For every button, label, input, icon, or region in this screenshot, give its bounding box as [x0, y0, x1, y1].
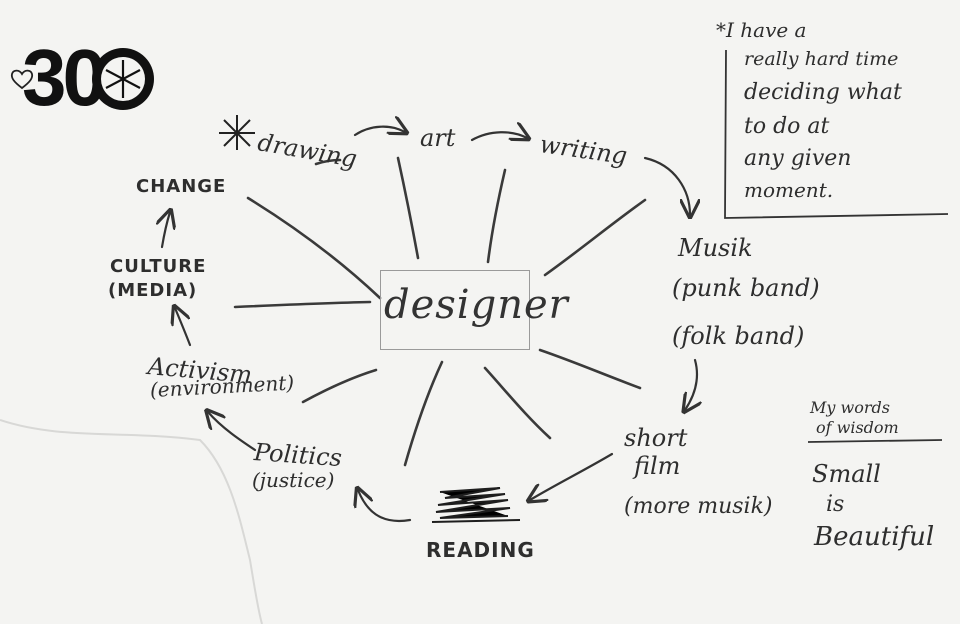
spoke-short	[538, 348, 642, 390]
spoke-change	[246, 196, 382, 300]
arrow-activism-culture	[175, 308, 192, 347]
node-art: art	[420, 124, 456, 152]
wisdom-title-2: of wisdom	[816, 418, 899, 437]
node-culture: CULTURE	[110, 256, 207, 277]
wisdom-line-2: is	[826, 492, 845, 517]
note-line-1: *I have a	[716, 18, 807, 42]
wisdom-title-1: My words	[810, 398, 890, 417]
node-folk-band: (folk band)	[672, 322, 805, 350]
designer-box	[380, 270, 530, 350]
spoke-drawing	[314, 158, 342, 166]
book-scribble-icon	[431, 487, 521, 523]
day-30-badge: 30	[10, 33, 160, 122]
asterisk-icon	[92, 48, 154, 110]
note-line-5: any given	[744, 146, 852, 171]
spokes	[233, 156, 647, 467]
flow-arrows	[162, 127, 697, 523]
note-line-6: moment.	[744, 178, 834, 202]
spoke-reading	[483, 366, 552, 440]
node-reading: READING	[426, 538, 535, 562]
spoke-writing	[486, 168, 507, 264]
torn-paper-edge	[0, 419, 263, 624]
arrow-art-writing	[470, 132, 527, 140]
arrow-culture-change	[162, 212, 170, 249]
node-punk-band: (punk band)	[672, 274, 820, 302]
wisdom-line-1: Small	[812, 460, 881, 488]
indecision-note: *I have a really hard time deciding what…	[716, 12, 950, 220]
spoke-culture	[233, 300, 372, 309]
node-change: CHANGE	[136, 176, 227, 197]
wisdom-underline	[807, 439, 943, 443]
note-border	[724, 49, 949, 219]
spoke-politics	[403, 360, 444, 467]
arrow-politics-activism	[208, 412, 257, 452]
node-justice: (justice)	[252, 468, 335, 492]
node-media: (MEDIA)	[108, 280, 198, 301]
note-line-4: to do at	[744, 114, 830, 139]
arrow-folk-short	[685, 358, 697, 410]
node-more-musik: (more musik)	[624, 494, 773, 519]
spoke-art	[396, 156, 420, 260]
spoke-activism	[301, 368, 378, 404]
wisdom-line-3: Beautiful	[814, 522, 935, 552]
node-musik: Musik	[678, 234, 753, 262]
words-of-wisdom: My words of wisdom Small is Beautiful	[806, 398, 956, 568]
node-film: film	[634, 452, 681, 480]
spoke-musik	[543, 198, 647, 277]
arrow-writing-musik	[643, 156, 690, 215]
note-line-2: really hard time	[744, 48, 899, 70]
arrow-drawing-art	[353, 127, 405, 137]
star-doodle-icon	[219, 115, 255, 150]
arrow-reading-politics	[358, 490, 412, 523]
note-line-3: deciding what	[744, 80, 902, 105]
node-short: short	[624, 424, 688, 452]
heart-icon	[10, 69, 34, 90]
designer-label: designer	[384, 282, 569, 328]
arrow-short-reading	[530, 452, 614, 500]
